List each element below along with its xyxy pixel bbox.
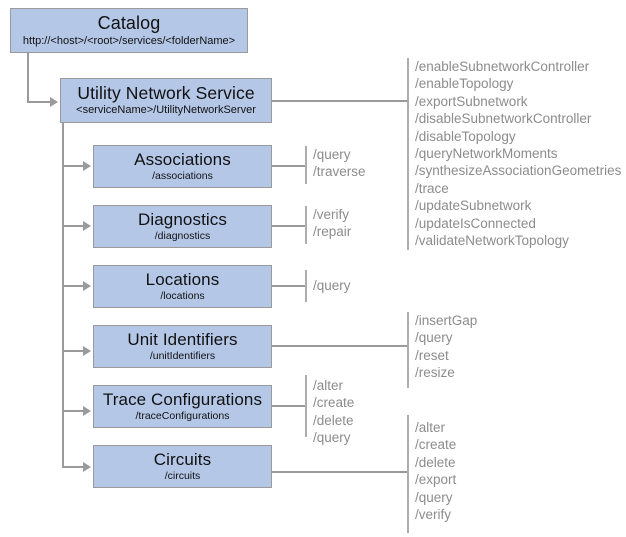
operation-item[interactable]: /create: [313, 395, 355, 411]
node-locations[interactable]: Locations /locations: [93, 265, 272, 308]
operation-item[interactable]: /repair: [313, 224, 352, 240]
node-utility-network-service[interactable]: Utility Network Service <serviceName>/Ut…: [60, 78, 272, 123]
operation-item[interactable]: /traverse: [313, 164, 366, 180]
operations-bar: [407, 58, 409, 250]
operation-item[interactable]: /exportSubnetwork: [415, 93, 528, 109]
operation-item[interactable]: /queryNetworkMoments: [415, 146, 558, 162]
operation-item[interactable]: /create: [415, 437, 457, 453]
operations-list-unit-identifiers: /insertGap /query /reset /resize: [415, 312, 477, 382]
operations-list-associations: /query /traverse: [313, 146, 366, 181]
node-utility-network-service-title: Utility Network Service: [77, 83, 255, 104]
operation-item[interactable]: /query: [313, 430, 351, 446]
node-diagnostics-path: /diagnostics: [154, 230, 211, 243]
connector-circuits-to-operations: [272, 471, 408, 473]
arrow-to-unit-identifiers: [83, 346, 91, 356]
operation-item[interactable]: /trace: [415, 180, 449, 196]
node-catalog-path: http://<host>/<root>/services/<folderNam…: [22, 34, 236, 47]
operation-item[interactable]: /reset: [415, 347, 449, 363]
connector-trunk-to-unit-identifiers: [62, 350, 84, 352]
connector-catalog-down: [27, 53, 29, 103]
arrow-to-locations: [83, 281, 91, 291]
operation-item[interactable]: /query: [415, 489, 453, 505]
operation-item[interactable]: /verify: [415, 507, 452, 523]
operation-item[interactable]: /alter: [415, 420, 446, 435]
operation-item[interactable]: /query: [313, 147, 351, 162]
node-catalog-title: Catalog: [97, 12, 161, 33]
node-associations[interactable]: Associations /associations: [93, 145, 272, 188]
connector-trunk-to-associations: [62, 165, 84, 167]
connector-trace-configurations-to-operations: [272, 405, 307, 407]
node-trace-configurations-title: Trace Configurations: [102, 389, 263, 409]
node-trace-configurations-path: /traceConfigurations: [135, 410, 230, 423]
node-diagnostics[interactable]: Diagnostics /diagnostics: [93, 205, 272, 248]
operation-item[interactable]: /delete: [415, 454, 456, 470]
arrow-to-associations: [83, 161, 91, 171]
operation-item[interactable]: /export: [415, 472, 457, 488]
node-trace-configurations[interactable]: Trace Configurations /traceConfiguration…: [93, 385, 272, 428]
operation-item[interactable]: /resize: [415, 365, 455, 381]
connector-associations-to-operations: [272, 165, 307, 167]
node-unit-identifiers-path: /unitIdentifiers: [149, 350, 216, 363]
operation-item[interactable]: /verify: [313, 207, 350, 222]
node-locations-path: /locations: [160, 290, 205, 303]
operation-item[interactable]: /alter: [313, 378, 344, 393]
node-diagnostics-title: Diagnostics: [138, 209, 227, 229]
operations-bar: [305, 206, 307, 244]
operation-item[interactable]: /delete: [313, 412, 354, 428]
operations-bar: [407, 415, 409, 533]
operations-bar: [305, 270, 307, 302]
operation-item[interactable]: /updateIsConnected: [415, 215, 536, 231]
arrow-to-circuits: [83, 462, 91, 472]
operations-list-locations: /query: [313, 277, 351, 294]
node-unit-identifiers[interactable]: Unit Identifiers /unitIdentifiers: [93, 325, 272, 368]
operation-item[interactable]: /query: [415, 330, 453, 346]
operation-item[interactable]: /updateSubnetwork: [415, 198, 532, 214]
connector-service-trunk: [62, 122, 64, 467]
operation-item[interactable]: /enableSubnetworkController: [415, 59, 590, 74]
operations-list-service: /enableSubnetworkController /enableTopol…: [415, 58, 621, 249]
node-associations-path: /associations: [152, 170, 213, 183]
connector-unit-identifiers-to-operations: [272, 345, 408, 347]
connector-service-to-operations: [272, 100, 408, 102]
operation-item[interactable]: /synthesizeAssociationGeometries: [415, 163, 622, 179]
connector-trunk-to-diagnostics: [62, 225, 84, 227]
connector-diagnostics-to-operations: [272, 225, 307, 227]
operation-item[interactable]: /insertGap: [415, 313, 478, 328]
node-circuits-title: Circuits: [153, 449, 212, 469]
operations-bar: [305, 146, 307, 184]
connector-locations-to-operations: [272, 285, 307, 287]
operation-item[interactable]: /disableSubnetworkController: [415, 111, 592, 127]
node-catalog[interactable]: Catalog http://<host>/<root>/services/<f…: [10, 8, 248, 53]
arrow-to-diagnostics: [83, 221, 91, 231]
operations-list-trace-configurations: /alter /create /delete /query: [313, 377, 354, 447]
connector-catalog-to-service: [27, 101, 51, 103]
operations-list-diagnostics: /verify /repair: [313, 206, 351, 241]
connector-trunk-to-circuits: [62, 466, 84, 468]
node-utility-network-service-path: <serviceName>/UtilityNetworkServer: [76, 104, 256, 117]
node-circuits-path: /circuits: [164, 470, 201, 483]
operation-item[interactable]: /validateNetworkTopology: [415, 233, 569, 249]
operations-bar: [305, 375, 307, 437]
node-locations-title: Locations: [145, 269, 220, 289]
connector-trunk-to-trace-configurations: [62, 410, 84, 412]
node-circuits[interactable]: Circuits /circuits: [93, 445, 272, 488]
operation-item[interactable]: /query: [313, 278, 351, 293]
operation-item[interactable]: /enableTopology: [415, 76, 514, 92]
arrow-to-trace-configurations: [83, 406, 91, 416]
node-unit-identifiers-title: Unit Identifiers: [127, 329, 238, 349]
arrow-catalog-to-service: [50, 97, 58, 107]
operation-item[interactable]: /disableTopology: [415, 128, 516, 144]
connector-trunk-to-locations: [62, 285, 84, 287]
operations-list-circuits: /alter /create /delete /export /query /v…: [415, 419, 456, 523]
operations-bar: [407, 312, 409, 388]
node-associations-title: Associations: [134, 149, 231, 169]
